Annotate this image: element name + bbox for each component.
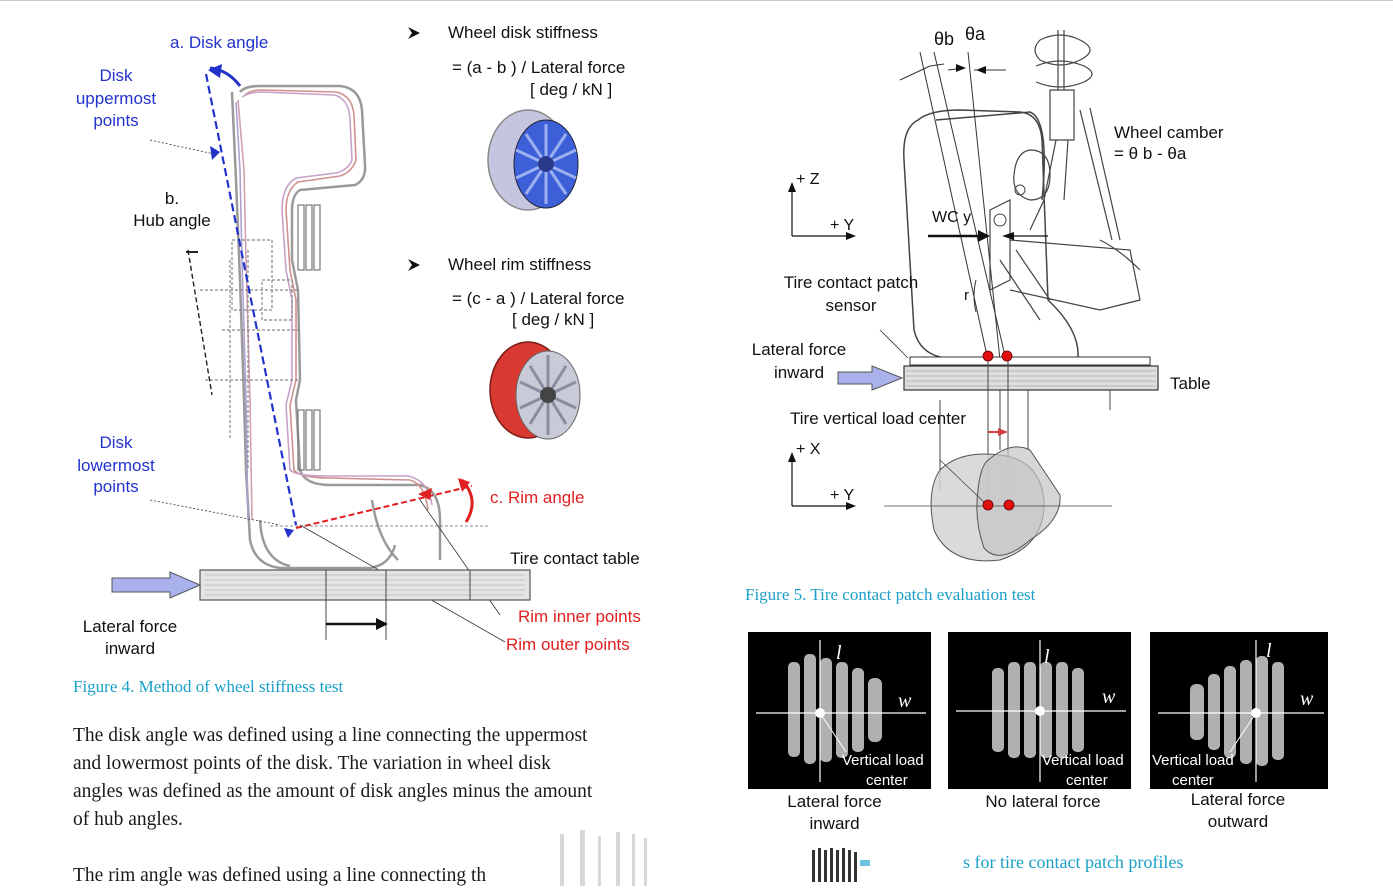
rim-stiffness-unit: [ deg / kN ] <box>512 310 594 329</box>
contact-patch-photo-none: l w Vertical load center <box>948 632 1131 789</box>
table-label: Table <box>1170 374 1211 393</box>
theta-b-label: θb <box>934 29 954 49</box>
disk-uppermost-label-1: Disk <box>99 66 133 85</box>
top-border <box>0 0 1393 1</box>
lateral-force-label-1: Lateral force <box>752 340 847 359</box>
y-axis-top-label: + Y <box>830 217 855 234</box>
panel-label-none-1: No lateral force <box>985 792 1101 811</box>
figure-6-caption-fragment: s for tire contact patch profiles <box>963 852 1184 872</box>
red-wheel-image <box>489 341 581 440</box>
disk-lowermost-label-2: lowermost <box>77 456 155 475</box>
disk-stiffness-unit: [ deg / kN ] <box>530 80 612 99</box>
patch-l-label: l <box>1044 646 1050 668</box>
body-paragraph-1: The disk angle was defined using a line … <box>73 722 673 834</box>
theta-a-label: θa <box>965 24 986 44</box>
rim-angle-label: c. Rim angle <box>490 488 584 507</box>
figure-4-wheel-stiffness-diagram: a. Disk angle Disk uppermost points b. H… <box>76 23 641 658</box>
x-axis-label: + X <box>796 441 821 458</box>
patch-w-label: w <box>1300 688 1314 710</box>
disk-lowermost-label-3: points <box>93 477 138 496</box>
hub-angle-label-1: b. <box>165 189 179 208</box>
vertical-load-label: Vertical load <box>842 752 924 769</box>
center-label: center <box>866 772 908 789</box>
panel-label-outward-1: Lateral force <box>1190 790 1286 809</box>
wheel-disk-stiffness-title: Wheel disk stiffness <box>448 23 598 42</box>
body-paragraph-2: The rim angle was defined using a line c… <box>73 865 487 886</box>
loading-glitch-marks <box>560 830 870 886</box>
vertical-load-label: Vertical load <box>1042 752 1124 769</box>
rim-stiffness-formula: = (c - a ) / Lateral force <box>452 289 624 308</box>
r-label: r <box>964 287 969 304</box>
wheel-camber-label: Wheel camber <box>1114 123 1224 142</box>
blue-wheel-image <box>487 109 579 211</box>
patch-w-label: w <box>898 690 912 712</box>
disk-uppermost-label-3: points <box>93 111 138 130</box>
rim-inner-points-label: Rim inner points <box>518 607 641 626</box>
vertical-load-label: Vertical load <box>1152 752 1234 769</box>
patch-w-label: w <box>1102 686 1116 708</box>
load-center-label: Tire vertical load center <box>790 409 966 428</box>
loading-overlay <box>510 840 970 888</box>
body-line: angles was defined as the amount of disk… <box>73 781 593 802</box>
center-label: center <box>1066 772 1108 789</box>
y-axis-bottom-label: + Y <box>830 487 855 504</box>
lateral-force-label-1: Lateral force <box>83 617 178 636</box>
wcy-label: WC y <box>932 209 971 226</box>
patch-l-label: l <box>1266 640 1272 662</box>
center-label: center <box>1172 772 1214 789</box>
wheel-rim-stiffness-title: Wheel rim stiffness <box>448 255 591 274</box>
contact-patch-photo-inward: l w Vertical load center <box>748 632 931 789</box>
body-line: and lowermost points of the disk. The va… <box>73 753 551 774</box>
disk-stiffness-formula: = (a - b ) / Lateral force <box>452 58 625 77</box>
body-line: The disk angle was defined using a line … <box>73 725 588 746</box>
lateral-force-label-2: inward <box>105 639 155 658</box>
figure-5-contact-patch-diagram: θb θa Wheel camber = θ b - θa + Z + Y WC… <box>752 24 1224 562</box>
disk-lowermost-label-1: Disk <box>99 433 133 452</box>
tire-contact-table-label: Tire contact table <box>510 549 640 568</box>
contact-patch-photo-outward: l w Vertical load center <box>1150 632 1328 789</box>
figure-4-caption: Figure 4. Method of wheel stiffness test <box>73 677 344 696</box>
wheel-camber-formula: = θ b - θa <box>1114 144 1187 163</box>
sensor-label-1: Tire contact patch <box>784 273 919 292</box>
rim-outer-points-label: Rim outer points <box>506 635 630 654</box>
lateral-force-label-2: inward <box>774 363 824 382</box>
sensor-label-2: sensor <box>825 296 876 315</box>
hub-angle-label-2: Hub angle <box>133 211 211 230</box>
body-line: of hub angles. <box>73 809 183 830</box>
disk-angle-label: a. Disk angle <box>170 33 268 52</box>
patch-l-label: l <box>836 642 842 664</box>
panel-label-inward-1: Lateral force <box>787 792 882 811</box>
panel-label-inward-2: inward <box>809 814 860 833</box>
z-axis-label: + Z <box>796 171 820 188</box>
panel-label-outward-2: outward <box>1207 812 1269 831</box>
figure-5-caption: Figure 5. Tire contact patch evaluation … <box>745 585 1036 604</box>
disk-uppermost-label-2: uppermost <box>76 89 157 108</box>
